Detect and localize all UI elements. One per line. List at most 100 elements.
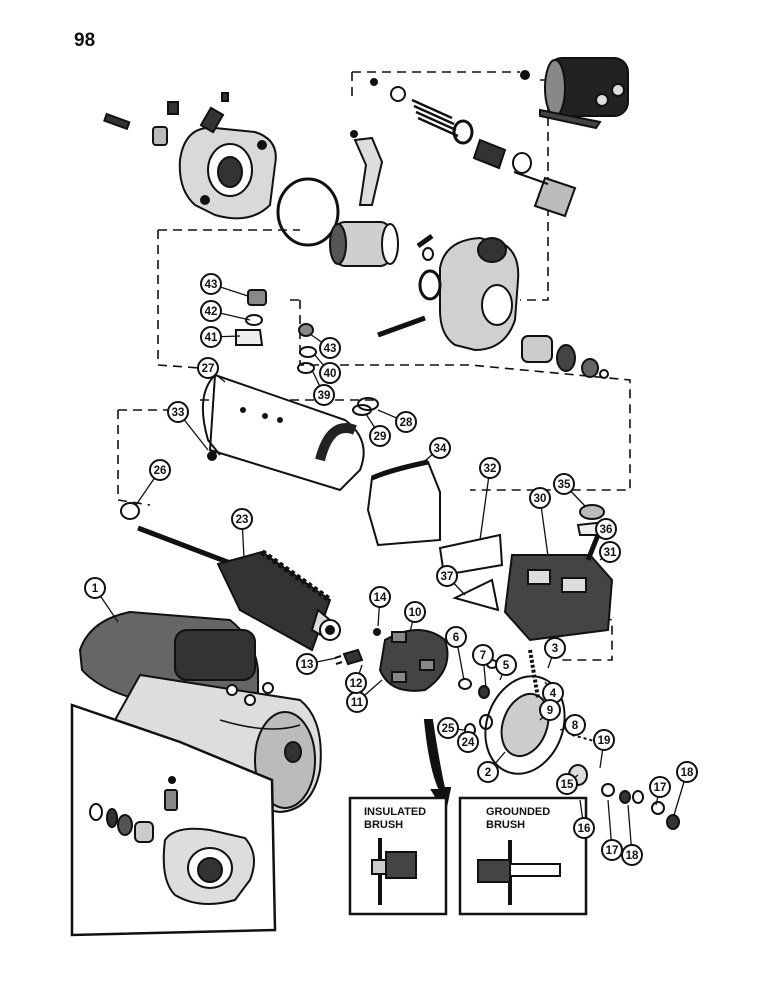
callout-c27: 27 [197,357,219,379]
callout-circle [457,731,479,753]
callout-number: 43 [324,343,337,355]
callout-number: 16 [578,823,591,835]
callout-c33: 33 [167,401,189,423]
callout-number: 25 [442,723,455,735]
grounded-brush-inset [458,796,588,916]
callout-c41: 41 [200,326,222,348]
page-number: 98 [74,30,96,51]
callout-circle [544,637,566,659]
callout-c32: 32 [479,457,501,479]
callout-circle [200,273,222,295]
callout-number: 18 [681,767,694,779]
callout-circle [296,653,318,675]
callout-circle [676,761,698,783]
callout-c26: 26 [149,459,171,481]
callout-number: 10 [409,607,422,619]
callout-circle [649,776,671,798]
callout-c13: 13 [296,653,318,675]
mounting-bolts [103,92,229,146]
callout-circle [200,326,222,348]
callout-c2: 2 [477,761,499,783]
callout-number: 6 [453,632,459,644]
callout-number: 42 [205,306,218,318]
callout-c1: 1 [84,577,106,599]
insulated-brush-title-line2: BRUSH [364,819,404,831]
callout-number: 36 [600,524,613,536]
solenoid-plunger-parts [370,78,577,218]
callout-circle [197,357,219,379]
callout-circle [395,411,417,433]
callout-c42: 42 [200,300,222,322]
callout-c19: 19 [593,729,615,751]
callout-number: 12 [350,678,363,690]
callout-circle [595,518,617,540]
callout-c10: 10 [404,601,426,623]
callout-c43a: 43 [200,273,222,295]
pointer-arrow [423,719,452,815]
drive-end-housing [178,126,277,220]
callout-c37: 37 [436,565,458,587]
callout-circle [319,337,341,359]
callout-circle [539,699,561,721]
callout-circle [593,729,615,751]
callout-c5: 5 [495,654,517,676]
lever-housing [377,233,520,352]
callout-circle [573,817,595,839]
callout-c9: 9 [539,699,561,721]
callout-number: 35 [558,479,571,491]
callout-number: 32 [484,463,497,475]
callout-number: 23 [236,514,249,526]
callout-number: 17 [654,782,667,794]
callout-c18b: 18 [621,844,643,866]
callout-circle [495,654,517,676]
callout-circle [167,401,189,423]
callout-number: 11 [351,697,364,709]
callout-circle [149,459,171,481]
callout-c36: 36 [595,518,617,540]
callout-circle [231,508,253,530]
callout-circle [429,437,451,459]
callout-c17b: 17 [601,839,623,861]
callout-c8: 8 [564,714,586,736]
callout-circle [601,839,623,861]
callout-c30: 30 [529,487,551,509]
callout-c28: 28 [395,411,417,433]
callout-number: 13 [301,659,314,671]
callout-circle [445,626,467,648]
callout-leader-c32 [479,467,491,541]
callout-c39: 39 [313,384,335,406]
callout-number: 31 [604,547,617,559]
armature [137,525,341,652]
callout-circle [404,601,426,623]
callout-number: 19 [598,735,611,747]
brush-holder-plate [378,629,449,692]
callout-number: 30 [534,493,547,505]
grounded-brush-title-line2: BRUSH [486,819,526,831]
callout-circle [472,644,494,666]
pinion-drive [329,221,399,267]
callout-c35: 35 [553,473,575,495]
dashed-group-outlines [117,71,631,661]
callout-number: 43 [205,279,218,291]
solenoid-switch [520,57,629,130]
callout-circle [564,714,586,736]
callout-number: 27 [202,363,215,375]
callout-circle [345,672,367,694]
callout-number: 33 [172,407,185,419]
callout-number: 24 [462,737,475,749]
callout-number: 8 [572,720,579,732]
callout-c34: 34 [429,437,451,459]
callout-circle [556,773,578,795]
callout-number: 3 [552,643,558,655]
callout-circle [436,565,458,587]
callout-number: 9 [547,705,553,717]
callout-circle [553,473,575,495]
callout-number: 18 [626,850,639,862]
callout-c16: 16 [573,817,595,839]
brush-parts-small [334,628,381,666]
callout-number: 41 [205,332,218,344]
callout-labels: 1234567891011121314151617171818192324252… [84,273,698,866]
callout-circle [599,541,621,563]
callout-number: 1 [92,583,99,595]
